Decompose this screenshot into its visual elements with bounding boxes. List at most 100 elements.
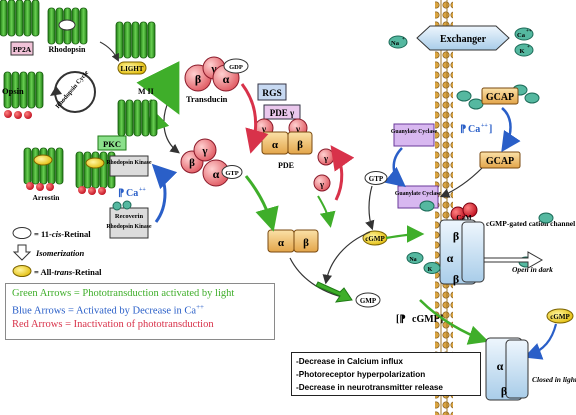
cyclase-blue-arrow (384, 147, 406, 188)
svg-text:CaM: CaM (456, 214, 472, 222)
svg-text:β: β (501, 384, 507, 398)
transducin-active-gtp: β γ α GTP (180, 138, 243, 187)
rhodopsin-receptor (0, 0, 40, 37)
ca-decrease-cycle: ⁋ Ca ++ (118, 187, 146, 199)
channel-title: cGMP-gated cation channel (486, 219, 575, 228)
ca-ion-exchanger: Ca ++ (514, 27, 534, 41)
svg-text:Recoverin: Recoverin (115, 213, 144, 220)
isomerization-key: Isomerization (12, 244, 84, 261)
pde-gamma-green-arrow (317, 195, 336, 228)
meta2-bundle-top (115, 21, 156, 59)
outcomes-box: -Decrease in Calcium influx -Photorecept… (291, 352, 481, 396)
cycle-light-arrow (99, 41, 119, 62)
plasma-membrane (435, 0, 453, 415)
svg-text:α: α (272, 139, 279, 151)
light-badge: LIGHT (117, 61, 147, 75)
svg-text:cGMP: cGMP (365, 235, 385, 243)
svg-text:]: ] (489, 124, 492, 135)
ion-flow-arrow (483, 251, 544, 269)
cgmp-gated-channel-closed: α β (485, 337, 529, 401)
svg-text:α: α (497, 359, 504, 373)
svg-text:K: K (519, 48, 524, 55)
opsin-label: Opsin (2, 86, 24, 96)
gcap-calcium-bound: GCAP (481, 87, 519, 105)
rhodopsin-label: Rhodopsin (49, 45, 86, 54)
trans-retinal-arrestin (33, 154, 53, 166)
svg-text:γ: γ (319, 179, 324, 189)
closed-in-light-label: Closed in light (532, 375, 576, 384)
pkc-box: PKC (97, 135, 127, 151)
ca-decrease-indicator: ⁋ Ca ++ ] (460, 123, 492, 135)
rhodopsin-kinase-box-top: Rhodopsin Kinase (106, 155, 152, 177)
gcap-blue-arrow (501, 107, 521, 153)
meta2-bundle-bottom (117, 99, 158, 137)
svg-text:Isomerization: Isomerization (35, 248, 84, 258)
svg-text:GMP: GMP (360, 297, 377, 305)
svg-text:β: β (303, 237, 309, 249)
pde-active: α β (267, 229, 319, 253)
outcome-item: -Decrease in Calcium influx (296, 357, 403, 366)
transducin-activation-arrow (163, 97, 180, 154)
guanylate-cyclase-inactive: Guanylate Cyclase (391, 123, 438, 147)
open-in-dark-label: Open in dark (512, 265, 553, 274)
svg-text:[⁋: [⁋ (396, 314, 406, 325)
svg-text:++: ++ (481, 123, 488, 129)
svg-text:γ: γ (201, 145, 207, 157)
svg-text:GTP: GTP (225, 170, 238, 177)
svg-text:β: β (195, 72, 201, 86)
svg-text:LIGHT: LIGHT (121, 65, 144, 73)
svg-text:Guanylate Cyclase: Guanylate Cyclase (395, 191, 442, 197)
svg-text:Ca: Ca (126, 188, 138, 199)
svg-text:+: + (527, 45, 530, 50)
kinase-bundle (75, 151, 116, 189)
rgs-red-arrow (240, 83, 269, 154)
svg-text:Ca: Ca (517, 32, 526, 39)
cgmp-release-blue-arrow (523, 323, 558, 360)
gcap-to-cyclase-arrow (439, 167, 483, 198)
exchanger-label: Exchanger (440, 34, 487, 45)
pde-gamma-red-arrow (330, 145, 355, 201)
svg-text:Rhodopsin Kinase: Rhodopsin Kinase (106, 224, 152, 230)
legend-red: Red Arrows = Inactivation of phototransd… (12, 318, 214, 330)
gtp-node: GTP (364, 171, 388, 185)
svg-text:γ: γ (210, 63, 216, 75)
legend-blue-sup: ++ (196, 302, 204, 311)
svg-text:+: + (402, 37, 405, 42)
rhodopsin-cycle-label: Rhodopsin Cycle (54, 69, 90, 110)
outcome-item: -Photoreceptor hyperpolarization (296, 370, 426, 379)
rgs-box: RGS (257, 83, 287, 101)
cgmp-gated-channel-open: CaM β α β (439, 202, 485, 286)
svg-text:Ca: Ca (468, 124, 480, 135)
svg-text:RGS: RGS (262, 89, 282, 99)
svg-text:β: β (297, 139, 303, 151)
legend-blue: Blue Arrows = Activated by Decrease in C… (12, 305, 197, 316)
svg-text:= 11-cis-Retinal: = 11-cis-Retinal (34, 229, 91, 239)
svg-text:K: K (428, 267, 433, 273)
svg-text:cGMP: cGMP (412, 314, 440, 325)
arrestin-label: Arrestin (33, 193, 61, 202)
svg-text:α: α (447, 251, 454, 265)
rhodopsin-cycle-arrow (50, 71, 96, 113)
calcium-ion-cluster (456, 84, 540, 110)
pde-complex-inactive: γ γ α β (254, 118, 313, 155)
gtp-to-cgmp-arrow (365, 185, 375, 231)
svg-text:β: β (453, 229, 459, 243)
channel-ions: Na K (406, 200, 554, 274)
gmp-green-arrow (315, 281, 353, 303)
arrestin-phosphates (26, 182, 54, 191)
svg-text:++: ++ (526, 29, 532, 34)
recoverin-blue-arrow (151, 163, 178, 223)
svg-text:GCAP: GCAP (486, 92, 514, 103)
cgmp-to-pde-arrow (322, 231, 371, 285)
svg-text:PP2A: PP2A (13, 45, 32, 54)
svg-text:Na: Na (409, 257, 416, 263)
cgmp-to-channel-arrow (385, 225, 425, 243)
gmp-node: GMP (355, 292, 381, 308)
pp2a-box: PP2A (10, 41, 34, 56)
svg-text:GTP: GTP (369, 175, 384, 183)
meta2-label: M II (138, 87, 154, 96)
svg-text:= All-trans-Retinal: = All-trans-Retinal (34, 267, 102, 277)
svg-text:γ: γ (323, 153, 328, 163)
recoverin-box: Recoverin Rhodopsin Kinase (106, 200, 152, 239)
